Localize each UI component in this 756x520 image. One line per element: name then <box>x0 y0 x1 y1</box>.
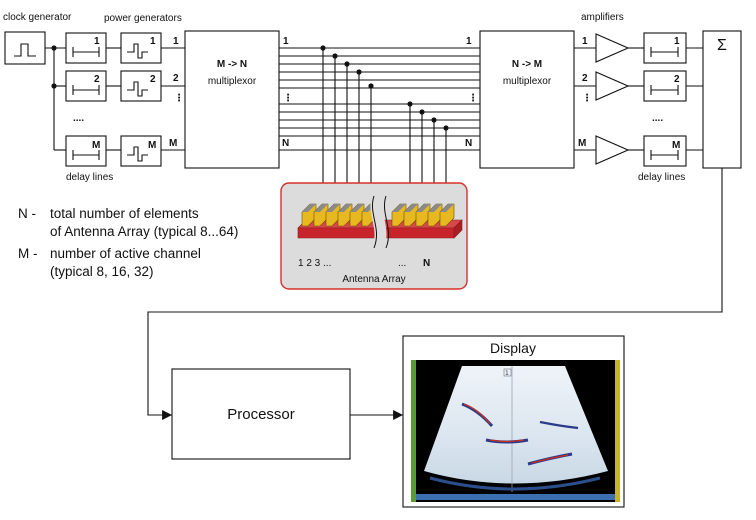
svg-text:2: 2 <box>94 74 100 85</box>
svg-text:1: 1 <box>283 36 289 47</box>
svg-text:M: M <box>169 138 177 149</box>
delay-lines-left-label: delay lines <box>66 172 113 183</box>
svg-text:N: N <box>465 138 472 149</box>
svg-text:2: 2 <box>150 74 156 85</box>
svg-text:1: 1 <box>150 36 156 47</box>
svg-text:1: 1 <box>582 36 588 47</box>
amplifier-1 <box>595 33 630 63</box>
right-delay-dots: .... <box>652 113 663 124</box>
svg-text:⋮: ⋮ <box>174 93 184 104</box>
legend-m-line2: (typical 8, 16, 32) <box>50 264 154 279</box>
svg-text:2: 2 <box>173 73 179 84</box>
antenna-array: 1 2 3 ... ... N Antenna Array <box>280 182 468 290</box>
legend-n-key: N - <box>18 206 36 221</box>
svg-text:2: 2 <box>582 73 588 84</box>
power-generators-label: power generators <box>104 13 182 24</box>
svg-text:multiplexor: multiplexor <box>208 76 257 87</box>
n-lines-bus <box>279 45 480 208</box>
svg-text:1: 1 <box>173 36 179 47</box>
legend-n-line1: total number of elements <box>50 206 199 221</box>
delay-line-left-1: 1 <box>65 32 107 64</box>
sum-to-processor-arrow <box>147 168 723 420</box>
left-delay-dots: .... <box>73 113 84 124</box>
svg-text:1: 1 <box>674 36 680 47</box>
display-title: Display <box>490 340 536 356</box>
svg-text:N: N <box>282 138 289 149</box>
antenna-n-label: N <box>423 258 430 269</box>
amplifier-m <box>595 135 630 165</box>
amplifiers-label: amplifiers <box>581 12 624 23</box>
legend-n-line2: of Antenna Array (typical 8...64) <box>50 224 238 239</box>
svg-text:⋮: ⋮ <box>468 93 478 104</box>
delay-line-left-2: 2 <box>65 70 107 102</box>
svg-text:M: M <box>92 140 100 151</box>
legend: N - total number of elements of Antenna … <box>18 206 238 279</box>
svg-text:multiplexor: multiplexor <box>503 76 552 87</box>
summator: Σ <box>702 30 742 169</box>
svg-text:1: 1 <box>94 36 100 47</box>
amplifier-2 <box>595 71 630 101</box>
delay-line-right-2: 2 <box>643 70 687 102</box>
sector-scan-image <box>424 366 608 484</box>
clock-generator-label: clock generator <box>3 12 72 23</box>
display: Display 1 <box>402 335 625 508</box>
svg-text:⋮: ⋮ <box>582 93 592 104</box>
svg-text:2: 2 <box>674 74 680 85</box>
svg-text:Processor: Processor <box>227 406 295 423</box>
processor: Processor <box>171 368 351 460</box>
multiplexor-m-to-n: M -> N multiplexor <box>184 30 280 169</box>
svg-text:M: M <box>578 138 586 149</box>
power-generator-1: 1 <box>120 32 162 64</box>
clock-distribution <box>45 45 66 151</box>
delay-line-left-m: M <box>65 135 107 167</box>
sigma-icon: Σ <box>717 37 727 54</box>
delay-line-right-1: 1 <box>643 32 687 64</box>
svg-text:⋮: ⋮ <box>283 93 293 104</box>
multiplexor-n-to-m: N -> M multiplexor <box>479 30 575 169</box>
power-generator-2: 2 <box>120 70 162 102</box>
legend-m-line1: number of active channel <box>50 246 201 261</box>
power-generator-m: M <box>120 135 162 167</box>
svg-text:N -> M: N -> M <box>512 59 542 70</box>
legend-m-key: M - <box>18 246 38 261</box>
svg-text:M: M <box>148 140 156 151</box>
antenna-elements-left <box>301 203 377 227</box>
clock-generator <box>4 31 46 65</box>
display-cursor-label: 1 <box>505 370 509 377</box>
antenna-numbers: 1 2 3 ... <box>298 258 331 269</box>
antenna-dots: ... <box>398 258 406 269</box>
antenna-elements-right <box>391 203 455 227</box>
svg-text:1: 1 <box>466 36 472 47</box>
svg-text:M -> N: M -> N <box>217 59 247 70</box>
antenna-array-label: Antenna Array <box>342 274 405 285</box>
delay-line-right-m: M <box>643 135 687 167</box>
delay-lines-right-label: delay lines <box>638 172 685 183</box>
svg-text:M: M <box>672 140 680 151</box>
